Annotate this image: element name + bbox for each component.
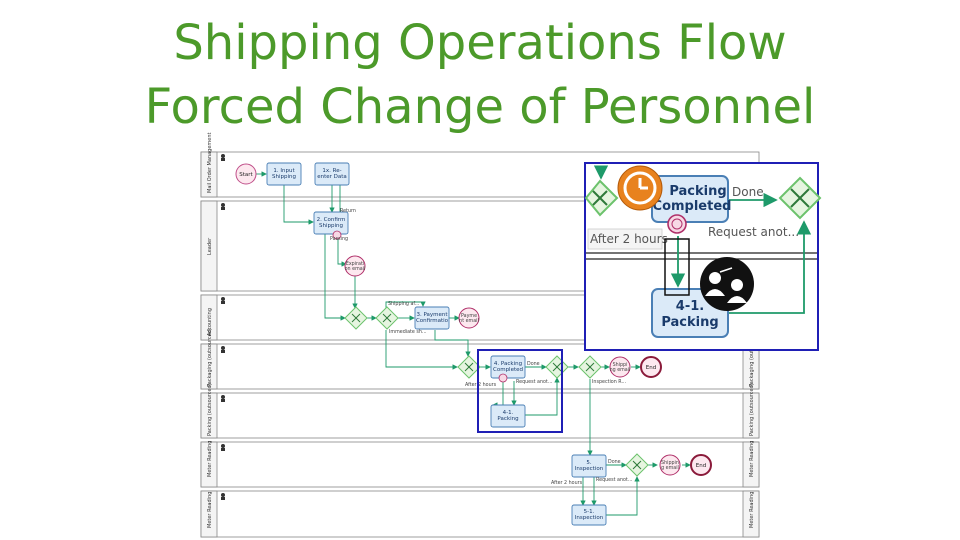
lane-label-right: Packing (outsourced): [749, 383, 755, 436]
start-label: Start: [239, 172, 253, 178]
svg-text:End: End: [696, 463, 706, 469]
lane-label: Leader: [207, 237, 213, 255]
flow-label-request-2: Request anot...: [596, 477, 632, 483]
lane-label: Packaging (outsourced): [207, 328, 213, 387]
lane-label: Meter Reading: [207, 441, 213, 477]
zoom-label-after2: After 2 hours: [590, 232, 668, 246]
task-reenter-data[interactable]: 1x. Re-enter Data: [314, 162, 350, 186]
svg-text:5.Inspection: 5.Inspection: [575, 460, 604, 472]
task-packing[interactable]: 4-1.Packing: [490, 404, 526, 428]
sequence-flows: [256, 171, 691, 516]
flow-label-after2-2: After 2 hours: [551, 480, 583, 486]
zoom-gateway-left: [584, 179, 619, 217]
lane-packing: Packing (outsourced) Packing (outsourced…: [200, 383, 760, 439]
task-inspection-sub[interactable]: 5-1.Inspection: [571, 504, 607, 526]
highlight-box: [477, 349, 563, 433]
page-title-line1: Shipping Operations Flow: [173, 15, 787, 71]
lane-label: Packing (outsourced): [207, 383, 213, 436]
flow-label-after2-1: After 2 hours: [465, 382, 497, 388]
lane-label-right: Meter Reading: [749, 492, 755, 528]
clock-icon: [617, 165, 663, 211]
zoom-selection-rect: [664, 238, 690, 296]
timer-icon: [498, 373, 508, 383]
lane-label: Mail Order Management: [207, 132, 213, 193]
flow-label-done-1: Done: [527, 361, 540, 367]
personnel-change-icon: [700, 257, 754, 311]
lane-label: Meter Reading: [207, 492, 213, 528]
flow-label-request-1: Request anot...: [516, 379, 552, 385]
page-title-line2: Forced Change of Personnel: [144, 79, 816, 135]
flow-label-shipping-af: Shipping af...: [388, 301, 419, 307]
svg-text:4-1.Packing: 4-1.Packing: [497, 410, 518, 422]
zoom-label-request: Request anot...: [708, 225, 799, 239]
zoom-timer-event: [667, 214, 687, 234]
zoom-label-done: Done: [732, 185, 764, 199]
lane-label-right: Packaging (outsourced): [749, 328, 755, 387]
flow-label-immediate-sh: Immediate sh...: [389, 329, 427, 335]
flow-label-return: Return: [340, 208, 356, 214]
svg-text:1x. Re-enter Data: 1x. Re-enter Data: [317, 168, 347, 180]
person-icon: [221, 154, 225, 500]
end-event-2[interactable]: End: [690, 454, 712, 476]
task-inspection[interactable]: 5.Inspection: [571, 454, 607, 478]
start-event[interactable]: Start: [235, 163, 257, 185]
lane-meter-reading-2: Meter Reading Meter Reading: [200, 490, 760, 538]
svg-text:Shipping email: Shipping email: [661, 460, 679, 471]
timer-icon: [332, 230, 342, 240]
svg-text:End: End: [646, 365, 656, 371]
flow-label-inspection-r: Inspection R...: [592, 379, 626, 385]
svg-text:4-1.Packing: 4-1.Packing: [661, 299, 718, 330]
svg-text:Payment email: Payment email: [459, 313, 479, 324]
flow-label-passing: Passing: [330, 236, 348, 242]
lane-label: Accounting: [207, 308, 213, 336]
svg-text:Shipping email: Shipping email: [610, 362, 631, 373]
end-event-1[interactable]: End: [640, 356, 662, 378]
gateway-x-marks: [351, 313, 642, 470]
lane-label-right: Meter Reading: [749, 441, 755, 477]
svg-text:5-1.Inspection: 5-1.Inspection: [575, 509, 604, 521]
flow-label-done-2: Done: [608, 459, 621, 465]
